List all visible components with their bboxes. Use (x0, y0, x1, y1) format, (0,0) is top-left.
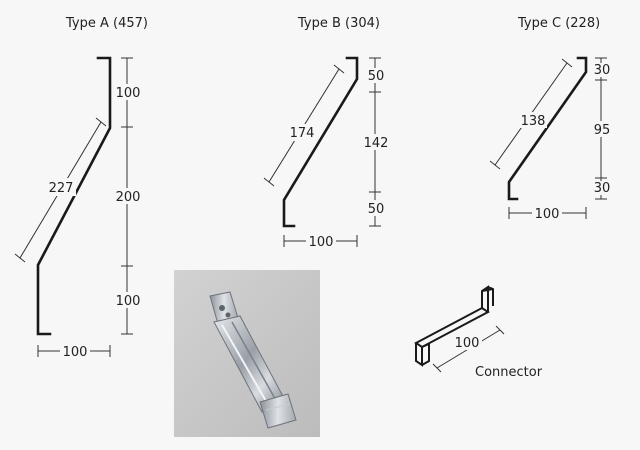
type-c-title: Type C (228) (517, 16, 600, 31)
type-a-seg1-bg (115, 84, 141, 100)
connector-right-side (487, 286, 494, 306)
type-a-width-bg (60, 343, 90, 359)
type-c-diagonal-label-bg (519, 112, 547, 128)
type-c-seg1-bg (590, 63, 614, 77)
type-a-width-label: 100 (63, 345, 88, 360)
type-a-seg2-bg (115, 188, 141, 204)
type-a-profile (36, 56, 112, 336)
type-a-seg1-label: 100 (116, 86, 141, 101)
connector-length-label: 100 (455, 336, 480, 351)
photo-channel-highlight (221, 324, 271, 409)
connector-left-top (421, 343, 430, 348)
type-c-width-label: 100 (535, 207, 560, 222)
type-b-width-label: 100 (309, 235, 334, 250)
type-a-diagonal-tick-2 (95, 117, 107, 127)
photo-hole-1 (219, 305, 225, 311)
type-b-seg2-label: 142 (364, 136, 389, 151)
photo-hole-2 (225, 312, 231, 318)
type-b-seg2-bg (361, 134, 391, 150)
type-c-seg3-label: 30 (594, 181, 611, 196)
connector-right-up (481, 285, 489, 312)
type-b-width-bg (306, 233, 336, 249)
type-c-seg1-label: 30 (594, 63, 611, 78)
connector-photo-illustration (174, 270, 320, 437)
type-a-seg3-label: 100 (116, 294, 141, 309)
type-b-profile (282, 56, 359, 228)
type-b-diagonal-tick-2 (333, 64, 345, 74)
type-c-profile (507, 56, 588, 201)
type-c-width-bg (532, 205, 562, 221)
photo-channel-groove (231, 321, 279, 405)
connector-left-down (415, 343, 423, 367)
type-c-seg2-bg (590, 121, 614, 137)
type-a-diagonal-label: 227 (49, 181, 74, 196)
type-c-diagonal-tick-1 (489, 160, 501, 170)
type-a-seg3-bg (115, 292, 141, 308)
type-a-group: Type A (457) 227 100 200 100 100 (14, 16, 148, 360)
type-b-group: Type B (304) 174 50 142 50 100 (263, 16, 391, 250)
type-c-seg3-bg (590, 181, 614, 195)
type-c-group: Type C (228) 138 30 95 30 100 (489, 16, 614, 222)
type-a-title: Type A (457) (65, 16, 148, 31)
type-b-seg1-bg (364, 68, 388, 83)
type-a-seg2-label: 200 (116, 190, 141, 205)
type-c-diagonal-label: 138 (521, 114, 546, 129)
type-b-title: Type B (304) (297, 16, 380, 31)
type-a-diagonal-label-bg (46, 178, 76, 196)
type-b-seg3-label: 50 (368, 202, 385, 217)
type-c-seg2-label: 95 (594, 123, 611, 138)
type-b-seg3-bg (364, 200, 388, 216)
connector-length-bg (452, 334, 482, 350)
type-b-diagonal-tick-1 (263, 177, 275, 187)
connector-label: Connector (475, 365, 543, 380)
connector-photo (174, 270, 320, 437)
connector-group: 100 Connector (414, 285, 543, 380)
type-c-diagonal-tick-2 (561, 58, 573, 68)
type-b-diagonal-label: 174 (290, 126, 315, 141)
type-b-seg1-label: 50 (368, 69, 385, 84)
photo-lower-tab (259, 393, 297, 429)
connector-shape (414, 285, 494, 367)
connector-dtick-2 (495, 325, 505, 335)
connector-dtick-1 (432, 363, 442, 373)
connector-left-side (421, 344, 430, 366)
photo-lower-tab-edge (265, 403, 291, 411)
type-a-diagonal-tick-1 (14, 253, 26, 263)
type-b-diagonal-label-bg (288, 124, 316, 141)
